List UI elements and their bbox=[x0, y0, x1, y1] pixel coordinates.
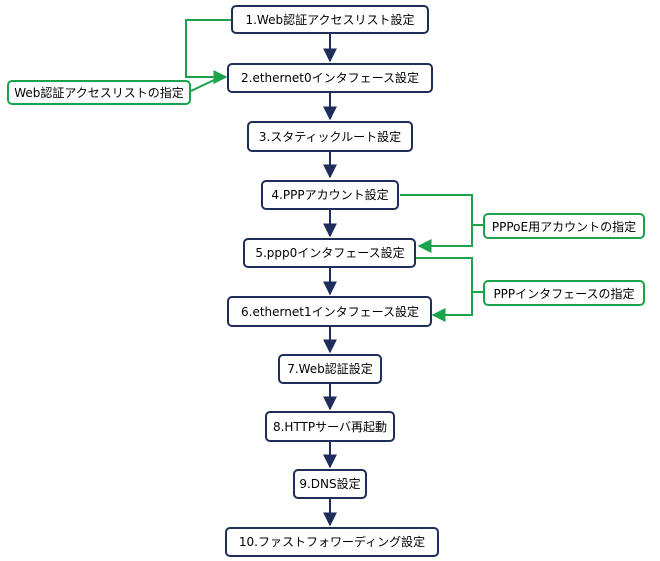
step-3-label: 3.スタティックルート設定 bbox=[259, 129, 401, 144]
step-6-node: 6.ethernet1インタフェース設定 bbox=[227, 296, 432, 327]
connector-ppp-interface bbox=[415, 257, 473, 322]
step-8-node: 8.HTTPサーバ再起動 bbox=[265, 411, 395, 442]
note-pppoe-account: PPPoE用アカウントの指定 bbox=[483, 213, 645, 239]
step-7-label: 7.Web認証設定 bbox=[287, 361, 373, 376]
connector-pppoe-account bbox=[400, 194, 473, 253]
note-ppp-interface-label: PPPインタフェースの指定 bbox=[493, 286, 634, 301]
step-2-node: 2.ethernet0インタフェース設定 bbox=[227, 63, 433, 93]
note-web-access-list-label: Web認証アクセスリストの指定 bbox=[14, 85, 184, 100]
step-8-label: 8.HTTPサーバ再起動 bbox=[273, 420, 387, 434]
step-7-node: 7.Web認証設定 bbox=[278, 354, 382, 384]
step-1-label: 1.Web認証アクセスリスト設定 bbox=[245, 12, 414, 27]
step-4-node: 4.PPPアカウント設定 bbox=[261, 180, 399, 210]
connector-web-access-list-tail bbox=[190, 79, 215, 92]
step-6-label: 6.ethernet1インタフェース設定 bbox=[241, 304, 419, 319]
step-3-node: 3.スタティックルート設定 bbox=[247, 121, 413, 152]
step-10-node: 10.ファストフォワーディング設定 bbox=[225, 527, 439, 557]
step-9-node: 9.DNS設定 bbox=[293, 469, 367, 499]
connector-web-access-list bbox=[185, 19, 232, 84]
step-10-label: 10.ファストフォワーディング設定 bbox=[239, 534, 425, 549]
note-ppp-interface: PPPインタフェースの指定 bbox=[483, 280, 645, 306]
step-9-label: 9.DNS設定 bbox=[299, 476, 360, 491]
note-pppoe-account-label: PPPoE用アカウントの指定 bbox=[492, 219, 636, 234]
note-web-access-list: Web認証アクセスリストの指定 bbox=[7, 80, 191, 105]
step-4-label: 4.PPPアカウント設定 bbox=[271, 187, 388, 202]
note-connectors bbox=[185, 19, 483, 322]
step-1-node: 1.Web認証アクセスリスト設定 bbox=[231, 5, 429, 34]
step-2-label: 2.ethernet0インタフェース設定 bbox=[241, 70, 419, 85]
step-5-label: 5.ppp0インタフェース設定 bbox=[255, 245, 404, 260]
step-5-node: 5.ppp0インタフェース設定 bbox=[243, 238, 416, 268]
